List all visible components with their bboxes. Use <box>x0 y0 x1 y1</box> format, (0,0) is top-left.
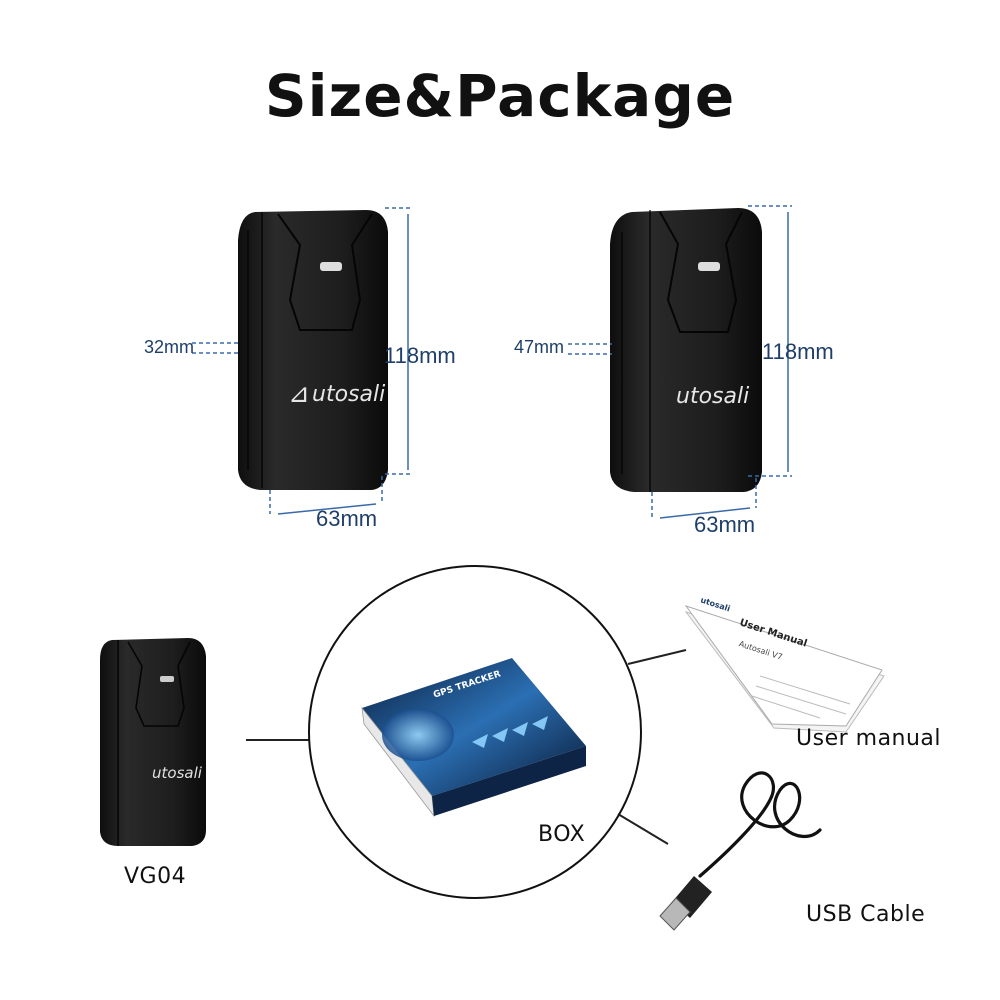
led-indicator <box>698 262 720 271</box>
page-title: Size&Package <box>264 62 736 130</box>
connector-line <box>627 649 687 665</box>
caption-vg04: VG04 <box>124 864 187 889</box>
device-1-thickness: 32mm <box>144 337 195 357</box>
device-2-brand: utosali <box>676 384 750 409</box>
device-2 <box>610 208 762 492</box>
svg-text:⊿: ⊿ <box>288 379 310 409</box>
dimension-lines-2 <box>568 205 792 520</box>
led-indicator <box>320 262 342 271</box>
usb-cable <box>698 771 822 878</box>
caption-usb-cable: USB Cable <box>806 902 926 927</box>
caption-box: BOX <box>538 822 586 847</box>
device-1: ⊿ <box>238 210 388 490</box>
gps-box <box>361 658 586 818</box>
device-1-width: 63mm <box>316 506 378 531</box>
device-2-width: 63mm <box>694 512 756 537</box>
device-1-height: 118mm <box>384 343 456 368</box>
device-1-logo-mark: ⊿ <box>288 379 310 409</box>
package-device-brand: utosali <box>152 764 202 782</box>
caption-user-manual: User manual <box>796 726 942 751</box>
connector-line <box>617 813 669 845</box>
package-circle <box>308 565 642 899</box>
usb-plug <box>659 876 712 931</box>
user-manual <box>684 605 885 733</box>
package-device <box>100 638 206 846</box>
dimension-lines-1 <box>192 207 412 515</box>
device-2-thickness: 47mm <box>514 337 565 357</box>
device-1-brand: utosali <box>312 382 386 407</box>
device-2-height: 118mm <box>762 339 834 364</box>
led-indicator <box>160 676 174 682</box>
